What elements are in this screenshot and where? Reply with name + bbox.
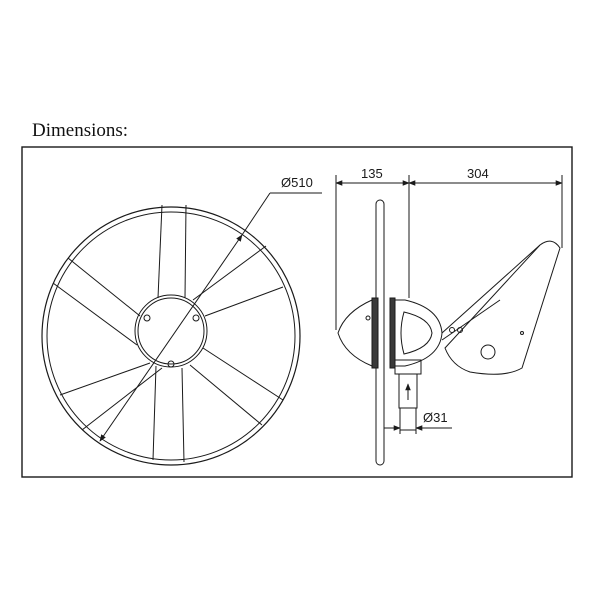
rotor-front-view: Ø510	[41, 175, 322, 466]
pole-diameter-label: Ø31	[423, 410, 448, 425]
hub-bolt	[192, 314, 200, 322]
rotor-inner-rim	[46, 211, 296, 461]
rotor-hub-inner	[137, 297, 205, 365]
rotor-diameter-label: Ø510	[281, 175, 313, 190]
blade-edge	[152, 365, 157, 461]
tail-bolt	[457, 327, 463, 333]
generator-flange-back	[389, 297, 396, 369]
tail-fin-rivet	[520, 331, 524, 335]
blade-edge	[184, 204, 187, 299]
blade-edge	[181, 367, 185, 463]
drawing-frame	[21, 146, 573, 478]
rotor-outer-rim	[41, 206, 301, 466]
tail-length-label: 304	[467, 166, 489, 181]
tail-boom	[441, 244, 541, 334]
rotor-hub	[134, 294, 208, 368]
tail-fin	[444, 240, 561, 375]
page-title: Dimensions:	[32, 120, 129, 141]
hub-bolt	[143, 314, 151, 322]
tail-fin-hole	[480, 344, 496, 360]
blade-edge	[204, 286, 284, 317]
blade-edge	[52, 282, 138, 346]
turbine-side-view: 135 304 Ø31	[335, 166, 563, 466]
blade-edge	[202, 347, 284, 401]
nose-bolt	[365, 315, 371, 321]
blade-edge	[59, 362, 151, 396]
generator-window	[400, 311, 433, 355]
tail-bolt	[449, 327, 455, 333]
blade-edge	[192, 245, 267, 301]
mounting-pole	[399, 407, 417, 431]
rotor-blades	[52, 204, 284, 463]
front-depth-label: 135	[361, 166, 383, 181]
blade-edge	[81, 367, 163, 431]
blade-edge	[67, 257, 141, 317]
generator-flange	[371, 297, 379, 369]
blade-edge	[157, 204, 163, 299]
blade-edge	[189, 364, 263, 426]
generator-housing	[394, 299, 443, 367]
diameter-leader	[241, 192, 271, 236]
diameter-dimension-line	[99, 234, 243, 442]
nose-cone	[337, 299, 373, 367]
